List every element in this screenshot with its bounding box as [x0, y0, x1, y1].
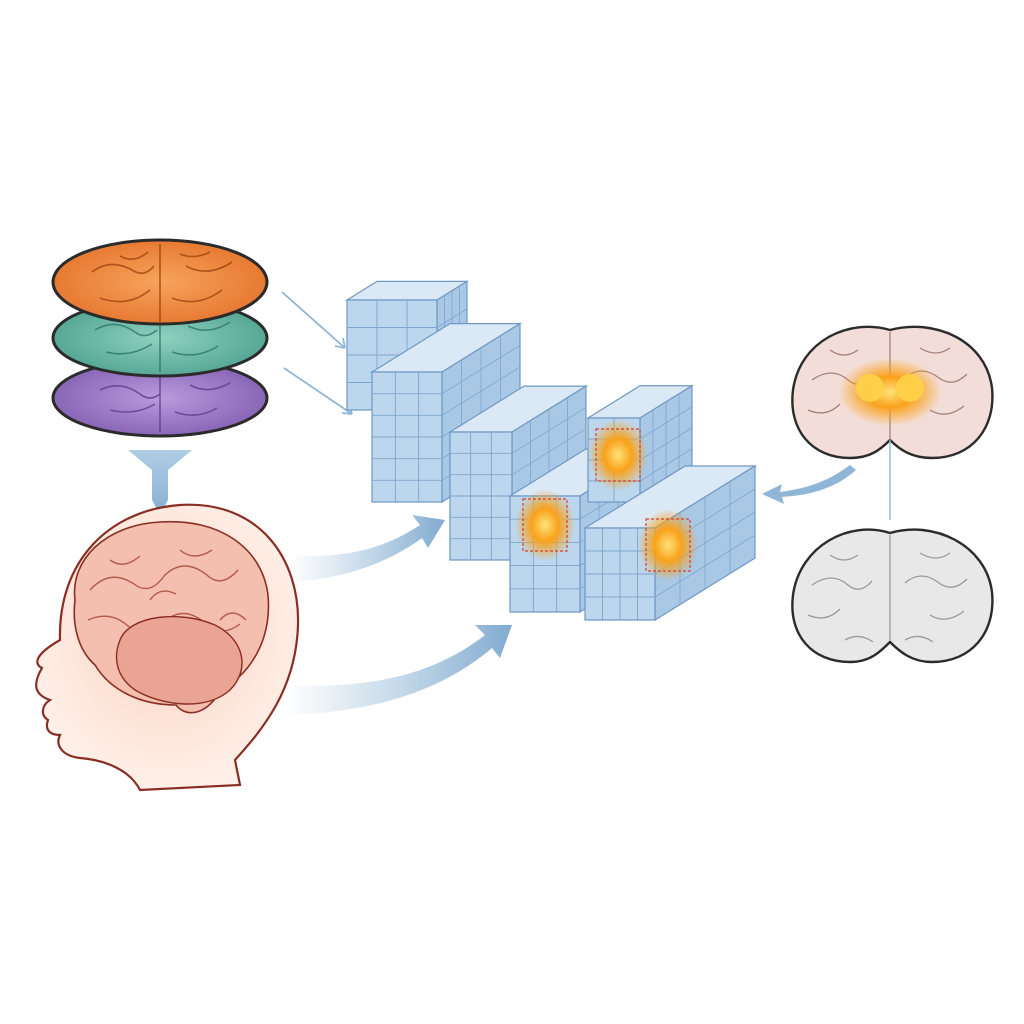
- feature-block-6: [582, 464, 758, 622]
- slice-top: [51, 238, 269, 326]
- arrow-head-to-blocks-lower: [285, 625, 512, 715]
- activation-highlight: [588, 419, 648, 491]
- head-profile-brain: [35, 503, 300, 792]
- temporal-lobe: [115, 615, 243, 705]
- stacked-brain-slices: [51, 238, 269, 438]
- feature-block-stack: [344, 280, 758, 622]
- activated-brain: [791, 325, 994, 460]
- slice-to-block-arrows: [281, 291, 353, 415]
- activation-highlight: [638, 509, 698, 581]
- arrow-head-to-blocks-upper: [290, 515, 445, 582]
- plain-brain: [791, 528, 994, 664]
- arrow-brain-to-blocks: [762, 465, 856, 504]
- activation-highlight: [515, 489, 575, 561]
- feature-block-5: [585, 384, 695, 504]
- activation-glow: [838, 358, 942, 426]
- down-arrow: [128, 450, 192, 515]
